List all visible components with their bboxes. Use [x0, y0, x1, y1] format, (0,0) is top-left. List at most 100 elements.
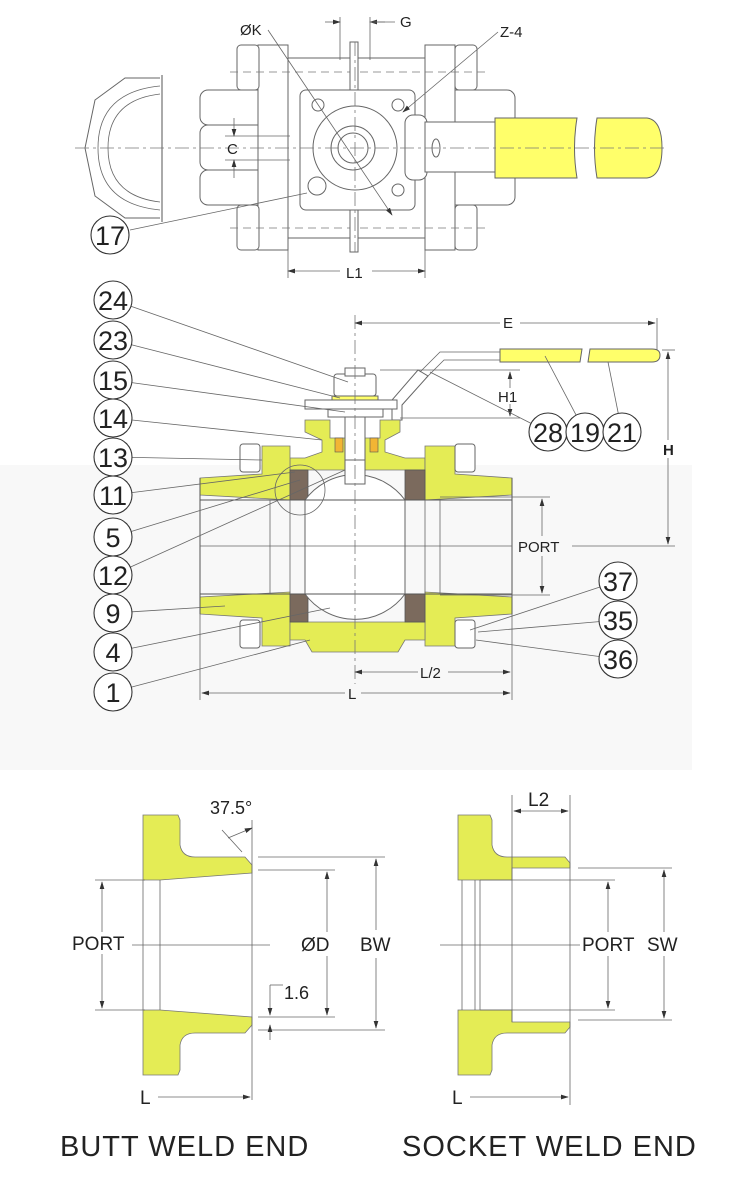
balloon-number: 24: [98, 286, 128, 316]
balloon-number: 36: [603, 645, 633, 675]
seat: [289, 469, 309, 501]
balloon-circle: [602, 412, 642, 452]
balloon-circle: [93, 398, 133, 438]
part-balloon: 13: [93, 437, 133, 477]
balloon-number: 19: [570, 418, 600, 448]
socket-weld-top: [457, 814, 571, 881]
dim-ok-label: ØK: [240, 22, 262, 39]
balloon-circle: [93, 672, 133, 712]
dim-h-label: H: [663, 442, 674, 459]
socket-weld-end: L2 PORT SW L SOCKET WELD END: [402, 790, 696, 1163]
part-balloon: 28: [528, 412, 568, 452]
leader-line: [477, 621, 600, 633]
leader-line: [131, 456, 263, 461]
part-balloon: 37: [598, 561, 638, 601]
part-balloon: 21: [602, 412, 642, 452]
butt-weld-title: BUTT WELD END: [60, 1131, 309, 1163]
end-view-hex: [84, 75, 163, 222]
balloon-circle: [598, 561, 638, 601]
balloon-number: 23: [98, 326, 128, 356]
leader-line: [131, 639, 311, 688]
socket-l2-label: L2: [528, 790, 549, 811]
balloon-number: 15: [98, 366, 128, 396]
butt-weld-bottom: [142, 1009, 253, 1076]
bolt-head: [239, 443, 261, 473]
leader-line: [131, 607, 331, 649]
part-balloon: 11: [93, 475, 133, 515]
leader-line: [131, 344, 341, 399]
balloon-circle: [598, 600, 638, 640]
gland: [327, 408, 384, 418]
balloon-circle: [93, 475, 133, 515]
butt-port-label: PORT: [72, 934, 125, 955]
part-balloon: 24: [93, 280, 133, 320]
leader-line: [131, 419, 323, 441]
handle-arm: [391, 369, 429, 421]
balloon-number: 9: [105, 599, 120, 629]
dim-l-half-label: L/2: [420, 665, 441, 682]
part-balloon: 36: [598, 639, 638, 679]
socket-sw-label: SW: [647, 935, 678, 956]
top-view: G ØK Z-4 C L1: [75, 14, 665, 282]
leader-line: [131, 479, 301, 532]
dim-z4-label: Z-4: [500, 24, 523, 41]
leader-line: [469, 586, 601, 631]
seat: [289, 593, 309, 623]
bolt-hole: [391, 98, 405, 112]
part-balloon: 1: [93, 672, 133, 712]
balloon-number: 21: [607, 418, 637, 448]
part-balloon: 14: [93, 398, 133, 438]
socket-weld-bottom: [457, 1009, 571, 1076]
nut: [454, 619, 476, 649]
leader-line: [131, 605, 226, 613]
balloon-number: 13: [98, 443, 128, 473]
butt-l-label: L: [140, 1088, 151, 1109]
handle-grip-right: [587, 348, 661, 363]
balloon-circle: [598, 639, 638, 679]
left-flange: [257, 44, 289, 251]
balloon-circle: [93, 280, 133, 320]
dim-c-label: C: [227, 141, 238, 158]
balloon-number: 17: [95, 221, 125, 251]
nut: [454, 204, 478, 251]
butt-gap-label: 1.6: [284, 983, 309, 1003]
part-balloon: 15: [93, 360, 133, 400]
dim-h1-label: H1: [498, 389, 517, 406]
stem-packing: [334, 437, 344, 453]
seat: [404, 593, 426, 623]
stop-plate: [304, 399, 398, 410]
balloon-circle: [93, 320, 133, 360]
butt-weld-top: [142, 814, 253, 881]
handle-hub: [404, 114, 428, 181]
bolt-head: [236, 204, 260, 251]
balloon-circle: [93, 632, 133, 672]
leader-line: [130, 469, 346, 568]
balloon-number: 1: [105, 678, 120, 708]
balloon-number: 5: [105, 523, 120, 553]
bolt-hole: [391, 183, 405, 197]
part-balloon: 9: [93, 593, 133, 633]
bolt-head: [239, 619, 261, 649]
balloon-circle: [90, 215, 130, 255]
dim-e-label: E: [503, 315, 513, 332]
socket-l-label: L: [452, 1088, 463, 1109]
balloon-number: 37: [603, 567, 633, 597]
leader-line: [544, 355, 577, 416]
part-balloon: 19: [565, 412, 605, 452]
leader-line: [130, 305, 349, 383]
leader-line: [131, 382, 346, 413]
leader-line: [475, 639, 600, 657]
dim-l-label: L: [348, 686, 356, 703]
balloon-number: 4: [105, 638, 120, 668]
part-balloon: 12: [93, 555, 133, 595]
part-balloon: 23: [93, 320, 133, 360]
balloon-number: 11: [99, 481, 127, 511]
balloon-number: 12: [98, 561, 128, 591]
nut: [454, 443, 476, 473]
section-view: E H1 H PORT L/2 L: [199, 314, 676, 703]
seat: [404, 469, 426, 501]
part-balloon: 17: [90, 215, 130, 255]
butt-od-label: ØD: [301, 935, 330, 956]
